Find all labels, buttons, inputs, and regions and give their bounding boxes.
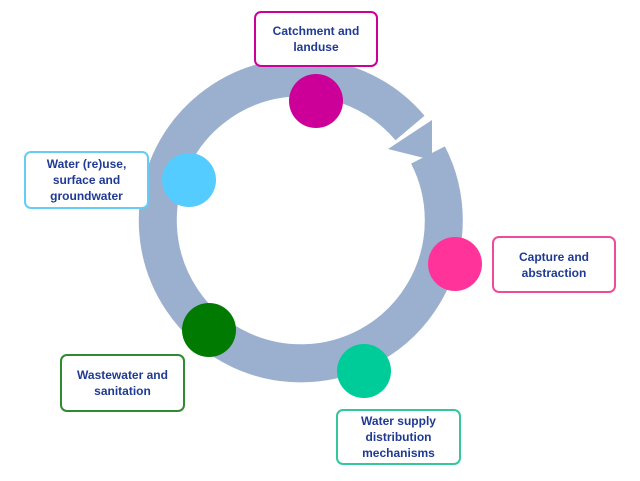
cycle-arrow-head — [388, 120, 432, 160]
stage-box-reuse: Water (re)use, surface and groundwater — [24, 151, 149, 209]
stage-dot-capture — [428, 237, 482, 291]
stage-box-wastewater: Wastewater and sanitation — [60, 354, 185, 412]
stage-dot-reuse — [162, 153, 216, 207]
stage-dot-wastewater — [182, 303, 236, 357]
stage-dot-supply — [337, 344, 391, 398]
stage-dot-catchment — [289, 74, 343, 128]
stage-label-capture: Capture and abstraction — [518, 249, 589, 280]
stage-label-reuse: Water (re)use, surface and groundwater — [46, 157, 127, 203]
stage-box-catchment: Catchment and landuse — [254, 11, 378, 67]
stage-box-supply: Water supply distribution mechanisms — [336, 409, 461, 465]
cycle-ring — [138, 58, 463, 383]
stage-label-supply: Water supply distribution mechanisms — [361, 414, 436, 460]
stage-label-catchment: Catchment and landuse — [272, 24, 360, 54]
stage-box-capture: Capture and abstraction — [492, 236, 616, 293]
stage-label-wastewater: Wastewater and sanitation — [77, 368, 168, 398]
